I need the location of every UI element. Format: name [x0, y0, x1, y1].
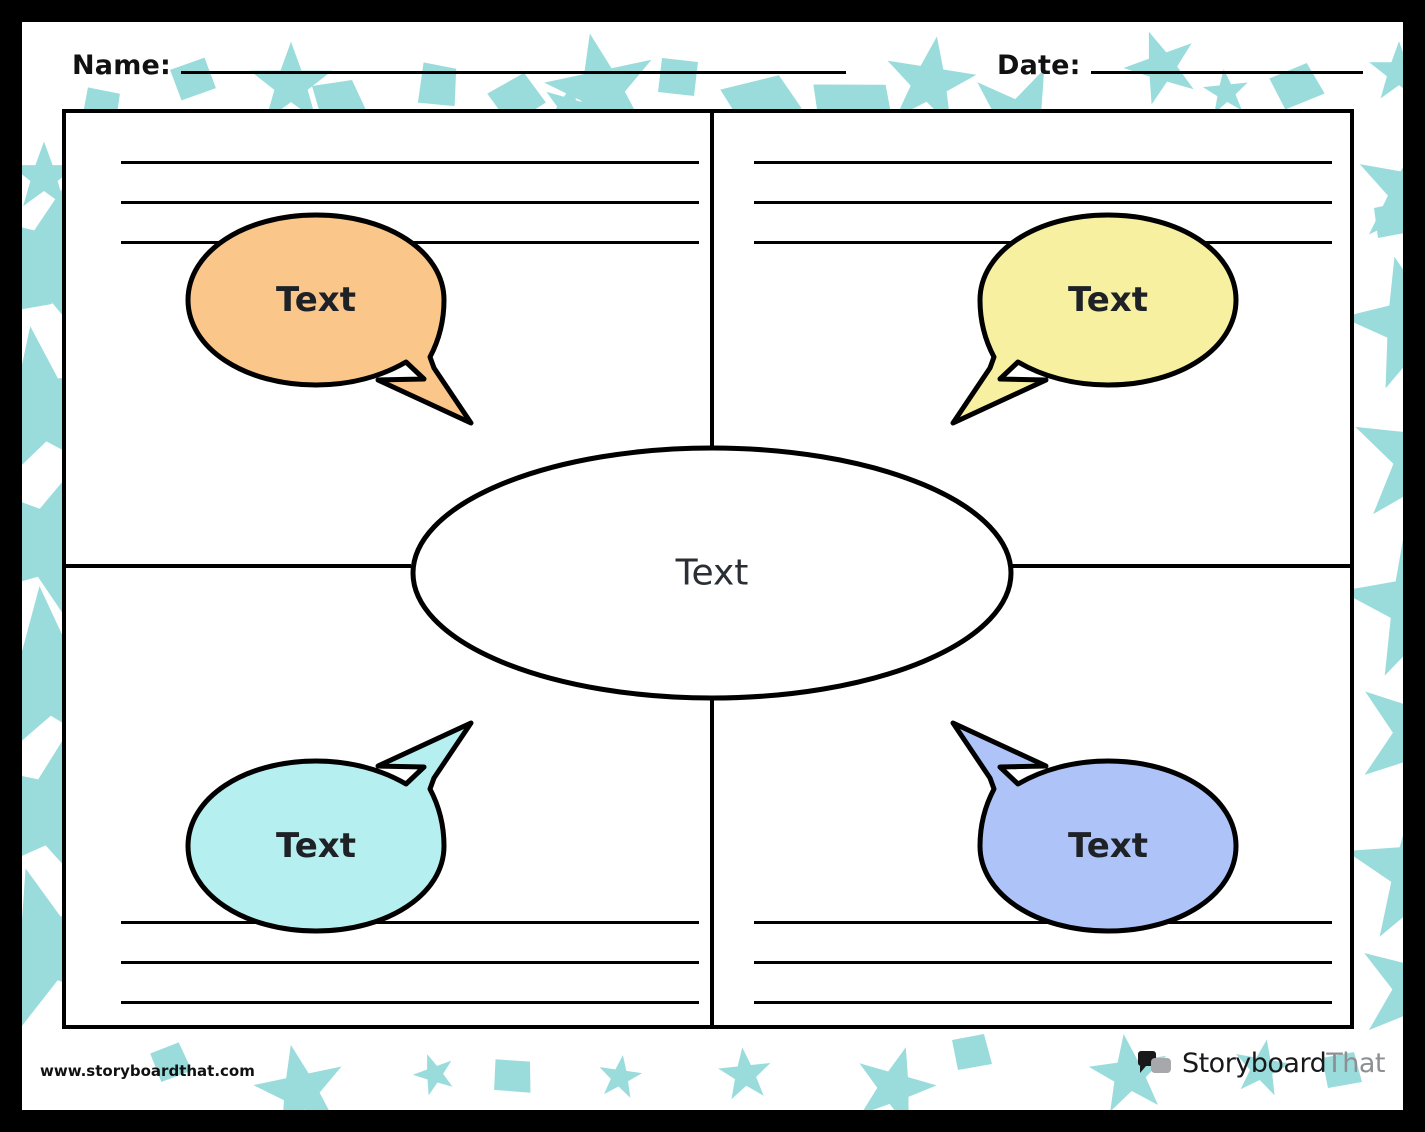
writing-line[interactable]	[121, 161, 699, 164]
paper-sheet: Name: Date:	[22, 22, 1403, 1110]
writing-line[interactable]	[121, 961, 699, 964]
writing-line[interactable]	[754, 1001, 1332, 1004]
bubble-label-top-right: Text	[1068, 280, 1148, 320]
name-label: Name:	[72, 50, 172, 81]
writing-line[interactable]	[121, 201, 699, 204]
writing-line[interactable]	[754, 201, 1332, 204]
date-label: Date:	[997, 50, 1081, 81]
name-field[interactable]: Name:	[72, 50, 847, 81]
writing-lines-top-right[interactable]	[754, 161, 1332, 244]
bubble-label-bottom-right: Text	[1068, 826, 1148, 866]
writing-lines-top-left[interactable]	[121, 161, 699, 244]
bubble-label-top-left: Text	[276, 280, 356, 320]
center-label: Text	[675, 552, 749, 594]
writing-line[interactable]	[754, 921, 1332, 924]
horizontal-divider-left	[66, 564, 411, 568]
name-write-line[interactable]	[181, 70, 847, 74]
date-field[interactable]: Date:	[997, 50, 1363, 81]
worksheet-frame: Text Text Text Text Text	[62, 109, 1354, 1029]
writing-line[interactable]	[754, 241, 1332, 244]
footer-url[interactable]: www.storyboardthat.com	[40, 1062, 255, 1080]
bubble-label-bottom-left: Text	[276, 826, 356, 866]
horizontal-divider-right	[1007, 564, 1354, 568]
writing-line[interactable]	[754, 961, 1332, 964]
writing-lines-bottom-left[interactable]	[121, 921, 699, 1004]
brand-primary: Storyboard	[1181, 1048, 1327, 1079]
writing-line[interactable]	[121, 921, 699, 924]
speech-bubbles-icon	[1137, 1050, 1171, 1073]
date-write-line[interactable]	[1090, 70, 1363, 74]
writing-line[interactable]	[754, 161, 1332, 164]
writing-lines-bottom-right[interactable]	[754, 921, 1332, 1004]
header-row: Name: Date:	[22, 22, 1403, 100]
brand-secondary: That	[1326, 1048, 1385, 1079]
writing-line[interactable]	[121, 241, 699, 244]
brand-logo[interactable]: StoryboardThat	[1137, 1048, 1385, 1079]
writing-line[interactable]	[121, 1001, 699, 1004]
brand-text: StoryboardThat	[1181, 1048, 1386, 1079]
